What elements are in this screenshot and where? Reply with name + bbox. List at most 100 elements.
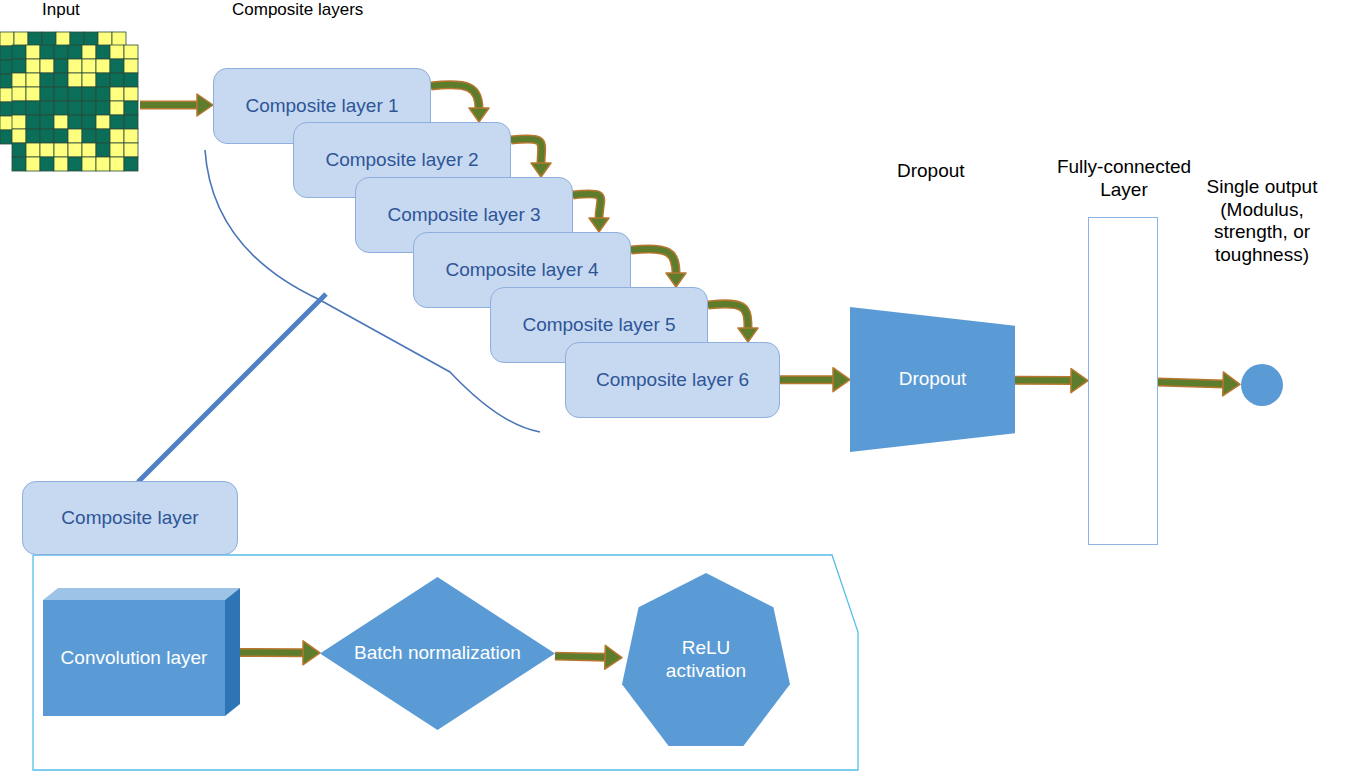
node-label: Batch normalization [354, 642, 521, 665]
arrow-head [738, 328, 758, 342]
process-box: Composite layer [22, 481, 238, 555]
grid-cell [110, 73, 124, 87]
arrow-outline [431, 85, 479, 109]
node-label: Composite layer 5 [522, 314, 675, 337]
grid-cell [82, 73, 96, 87]
grid-cell [68, 157, 82, 171]
grid-cell [110, 129, 124, 143]
grid-cell [12, 129, 26, 143]
activation-heptagon: ReLU activation [622, 573, 790, 746]
grid-cell [124, 59, 138, 73]
grid-cell [40, 101, 54, 115]
grid-cell [40, 115, 54, 129]
grid-cell [96, 129, 110, 143]
grid-cell [110, 59, 124, 73]
node-label: Composite layer [61, 507, 198, 530]
arrow-shaft [573, 194, 601, 219]
grid-cell [96, 143, 110, 157]
node-label: ReLU activation [646, 637, 766, 683]
arrow-connector [240, 641, 320, 665]
front-face [43, 600, 225, 716]
grid-cell [26, 143, 40, 157]
grid-cell [110, 143, 124, 157]
grid-cell [40, 157, 54, 171]
grid-cell [110, 45, 124, 59]
grid-cell [112, 32, 126, 46]
arrow-connector [1158, 372, 1240, 396]
grid-cell [40, 45, 54, 59]
arrow-outline [511, 139, 542, 164]
grid-cell [70, 32, 84, 46]
label-holder: Convolution layer [43, 600, 225, 716]
grid-cell [54, 87, 68, 101]
grid-cell [40, 59, 54, 73]
arrow-connector [780, 368, 850, 392]
grid-cell [40, 143, 54, 157]
arrow-connector [555, 645, 622, 669]
grid-cell [12, 157, 26, 171]
arrow-connector [573, 194, 609, 232]
arrow-shaft [555, 656, 606, 657]
arrow-head [605, 645, 622, 669]
grid-cell [12, 45, 26, 59]
grid-cell [124, 101, 138, 115]
grid-cell [82, 59, 96, 73]
process-box: Composite layer 6 [565, 342, 780, 418]
node-label: Composite layer 4 [445, 259, 598, 282]
heptagon [622, 573, 790, 746]
top-face [43, 588, 240, 600]
arrow-outline [631, 249, 676, 274]
grid-cell [54, 157, 68, 171]
arrow-connector [631, 249, 686, 287]
caption-label: Dropout [897, 160, 965, 182]
node-label: Composite layer 3 [387, 204, 540, 227]
node-label: Convolution layer [61, 647, 208, 670]
grid-cell [124, 143, 138, 157]
grid-cell [12, 115, 26, 129]
grid-cell [40, 87, 54, 101]
grid-cell [54, 101, 68, 115]
arrow-shaft [631, 249, 676, 274]
input-arrow [140, 94, 213, 116]
grid-cell [28, 32, 42, 46]
arrow-shaft [240, 649, 304, 655]
grid-cell [56, 32, 70, 46]
grid-cell [54, 59, 68, 73]
caption-label: Composite layers [232, 0, 363, 20]
detail-panel [33, 555, 858, 770]
label-holder: Composite layer [23, 482, 237, 554]
grid-cell [82, 143, 96, 157]
arrow-outline [1015, 376, 1072, 385]
grid-cell [96, 45, 110, 59]
arrow-shaft [1015, 377, 1072, 383]
convolution-block: Convolution layer [43, 588, 240, 716]
leader-line [138, 294, 326, 482]
grid-cell [26, 59, 40, 73]
grid-cell [110, 101, 124, 115]
node-label: Composite layer 2 [325, 149, 478, 172]
arrow-connector [431, 85, 489, 122]
grid-cell [42, 32, 56, 46]
grid-cell [110, 115, 124, 129]
grid-cell [40, 73, 54, 87]
arrow-shaft [708, 304, 748, 329]
grid-cell [68, 115, 82, 129]
grid-cell [26, 101, 40, 115]
grid-cell [82, 115, 96, 129]
arrow-shaft [511, 139, 542, 164]
grid-cell [82, 129, 96, 143]
grid-cell [82, 101, 96, 115]
grid-cell [26, 129, 40, 143]
grid-cell [96, 59, 110, 73]
node-label: Dropout [899, 368, 967, 391]
grid-cell [68, 87, 82, 101]
diamond [320, 577, 555, 730]
grid-cell [12, 101, 26, 115]
arrow-connector [708, 304, 758, 342]
grid-cell [124, 73, 138, 87]
dropout-trapezoid: Dropout [850, 307, 1015, 452]
label-holder: ReLU activation [622, 573, 790, 746]
node-label: Composite layer 1 [245, 95, 398, 118]
grid-cell [68, 143, 82, 157]
arrow-head [469, 108, 489, 122]
